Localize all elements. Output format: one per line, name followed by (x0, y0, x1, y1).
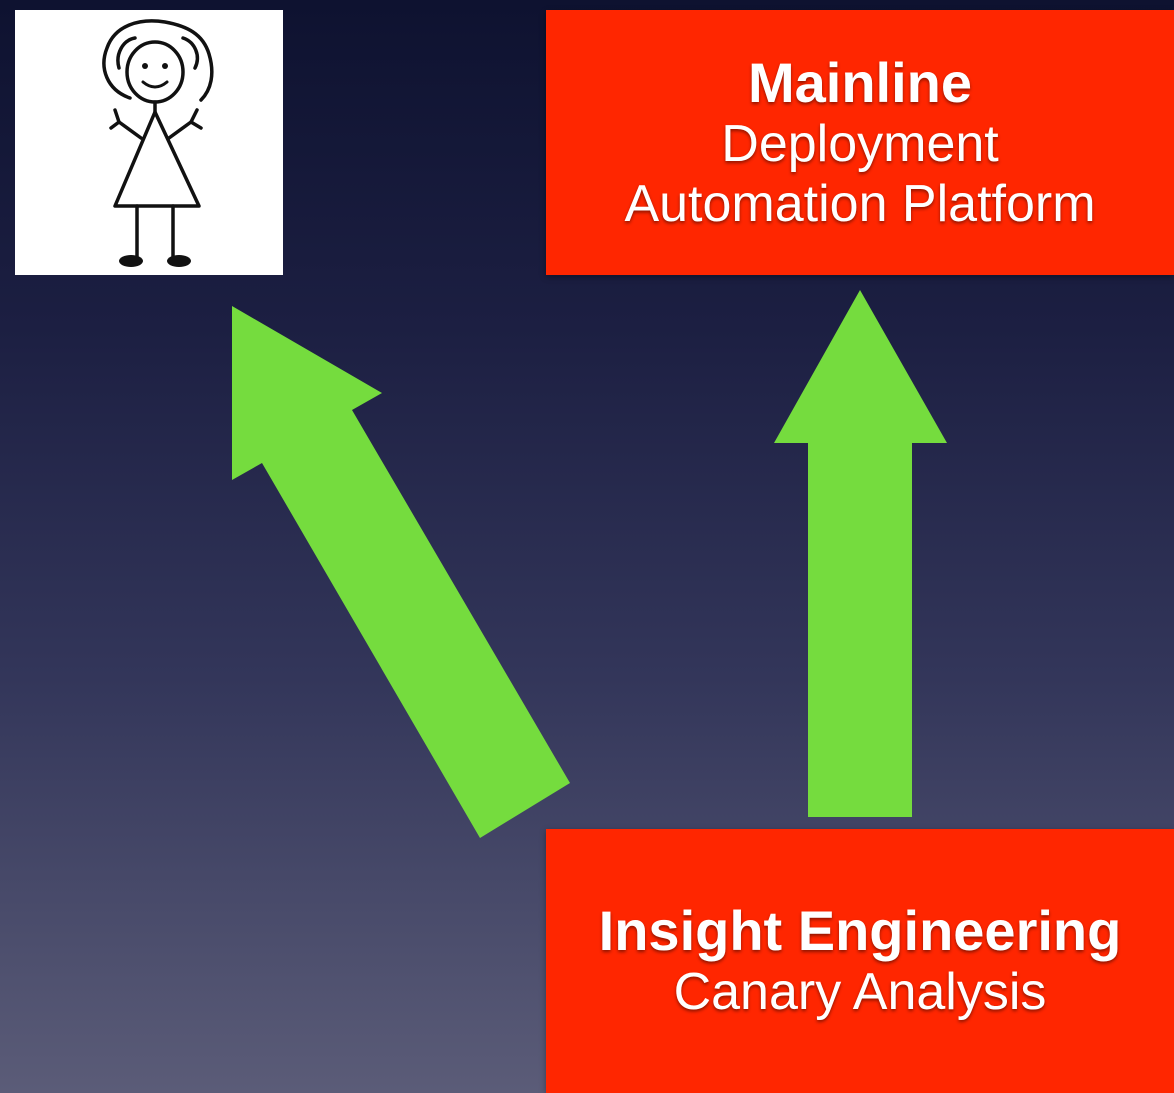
mainline-box: Mainline Deployment Automation Platform (546, 10, 1174, 275)
stick-figure-girl-icon (102, 19, 214, 267)
mainline-subtitle-line2: Automation Platform (624, 174, 1096, 233)
mainline-subtitle-line1: Deployment (721, 114, 999, 173)
vertical-up-arrow-icon (774, 290, 947, 817)
insight-engineering-title: Insight Engineering (598, 898, 1122, 962)
insight-engineering-box: Insight Engineering Canary Analysis (546, 829, 1174, 1093)
insight-engineering-subtitle: Canary Analysis (673, 963, 1047, 1022)
mainline-title: Mainline (747, 50, 973, 114)
person-card (15, 10, 283, 275)
diagonal-up-left-arrow-icon (232, 306, 570, 838)
